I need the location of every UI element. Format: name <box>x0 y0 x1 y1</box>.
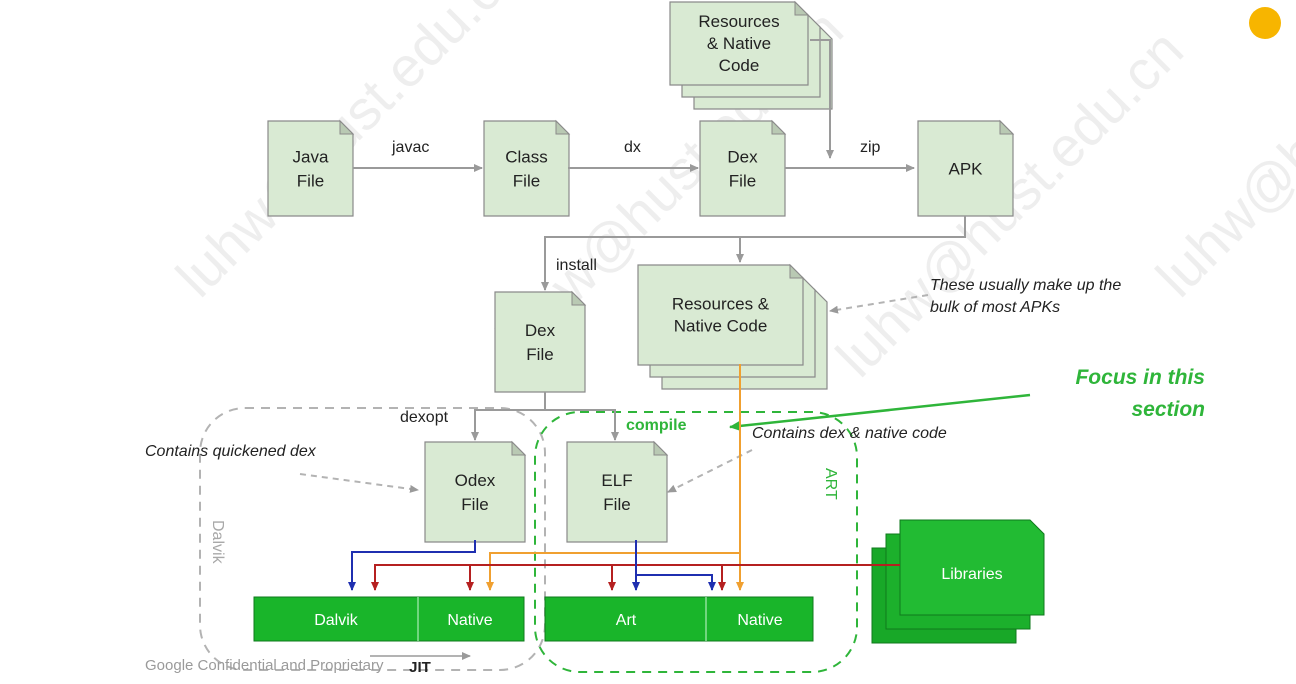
art-region <box>534 411 858 673</box>
label-line: Class <box>505 147 548 166</box>
document-shape <box>917 120 1014 217</box>
native-left-runtime-label: Native <box>447 612 492 629</box>
document-fold <box>789 263 805 279</box>
art-runtime-label: Art <box>616 612 637 629</box>
document-fold <box>794 0 810 16</box>
label-line: ELF <box>601 471 632 490</box>
label-line: Resources <box>698 12 779 31</box>
apk-label: APK <box>948 159 983 178</box>
jit-label: JIT <box>409 659 431 676</box>
zip-label: zip <box>860 139 881 156</box>
elf-file-label: ELF File <box>601 471 632 514</box>
document-fold <box>771 119 787 135</box>
native-right-runtime-label: Native <box>737 612 782 629</box>
art-region-label: ART <box>822 468 839 500</box>
bulk-note: These usually make up the bulk of most A… <box>930 277 1126 316</box>
document-shape <box>566 441 668 543</box>
label-line: File <box>603 495 630 514</box>
dalvik-runtime-bar: Dalvik Native <box>253 596 525 642</box>
dalvik-region-label: Dalvik <box>209 520 226 565</box>
elf-file-node: ELF File <box>566 440 669 543</box>
document-shape <box>699 120 786 217</box>
dalvik-region <box>199 407 546 671</box>
dalvik-runtime-label: Dalvik <box>314 612 359 629</box>
focus-arrow <box>729 393 1031 431</box>
document-fold <box>555 119 571 135</box>
label-line: Native Code <box>674 316 768 335</box>
focus-line: section <box>1131 398 1205 421</box>
focus-annotation: Focus in this section <box>1075 366 1205 421</box>
label-line: File <box>526 345 553 364</box>
compile-label: compile <box>626 417 687 434</box>
bulk-note-arrow <box>829 294 929 314</box>
document-shape <box>494 291 586 393</box>
label-line: File <box>297 171 324 190</box>
label-line: & Native <box>707 34 771 53</box>
label-line: File <box>461 495 488 514</box>
footer-text: Google Confidential and Proprietary <box>145 657 384 674</box>
art-runtime-bar: Art Native <box>544 596 814 642</box>
document-fold <box>339 119 355 135</box>
label-line: Odex <box>455 471 496 490</box>
label-line: Java <box>293 147 329 166</box>
document-fold <box>653 440 669 456</box>
javac-label: javac <box>391 139 429 156</box>
quickened-note: Contains quickened dex <box>145 443 317 460</box>
quickened-arrow <box>299 473 419 493</box>
libraries-to-dalvik-arrow <box>371 564 900 591</box>
contains-dex-native-arrow <box>667 449 753 493</box>
dexopt-arrow <box>471 392 546 441</box>
install-arrow <box>541 216 966 291</box>
document-shape <box>424 441 526 543</box>
label-line: APK <box>948 159 983 178</box>
document-fold <box>571 290 587 306</box>
label-line: Dex <box>727 147 758 166</box>
document-fold <box>511 440 527 456</box>
elf-to-native-arrow <box>636 574 716 591</box>
corner-dot <box>1249 7 1281 39</box>
dexopt-label: dexopt <box>400 409 449 426</box>
install-label: install <box>556 257 597 274</box>
document-shape <box>267 120 354 217</box>
label-line: Code <box>719 56 760 75</box>
note-line: bulk of most APKs <box>930 299 1060 316</box>
document-fold <box>999 119 1015 135</box>
document-shape <box>669 1 809 86</box>
dx-label: dx <box>624 139 641 156</box>
libraries-label: Libraries <box>941 566 1002 583</box>
resources-to-zip-arrow <box>810 39 834 159</box>
label-line: File <box>729 171 756 190</box>
compile-arrow <box>545 409 619 441</box>
resources-mid-label: Resources & Native Code <box>672 294 770 335</box>
document-shape <box>637 264 804 366</box>
focus-line: Focus in this <box>1075 366 1205 389</box>
label-line: Dex <box>525 321 556 340</box>
label-line: File <box>513 171 540 190</box>
label-line: Resources & <box>672 294 770 313</box>
apk-node: APK <box>917 119 1015 217</box>
contains-dex-native-note: Contains dex & native code <box>752 425 947 442</box>
document-shape <box>483 120 570 217</box>
resources-to-native-left-arrow <box>486 552 740 591</box>
libraries-node: Libraries <box>871 519 1045 644</box>
resources-mid-node: Resources & Native Code <box>637 263 828 390</box>
odex-to-dalvik-arrow <box>348 540 476 591</box>
